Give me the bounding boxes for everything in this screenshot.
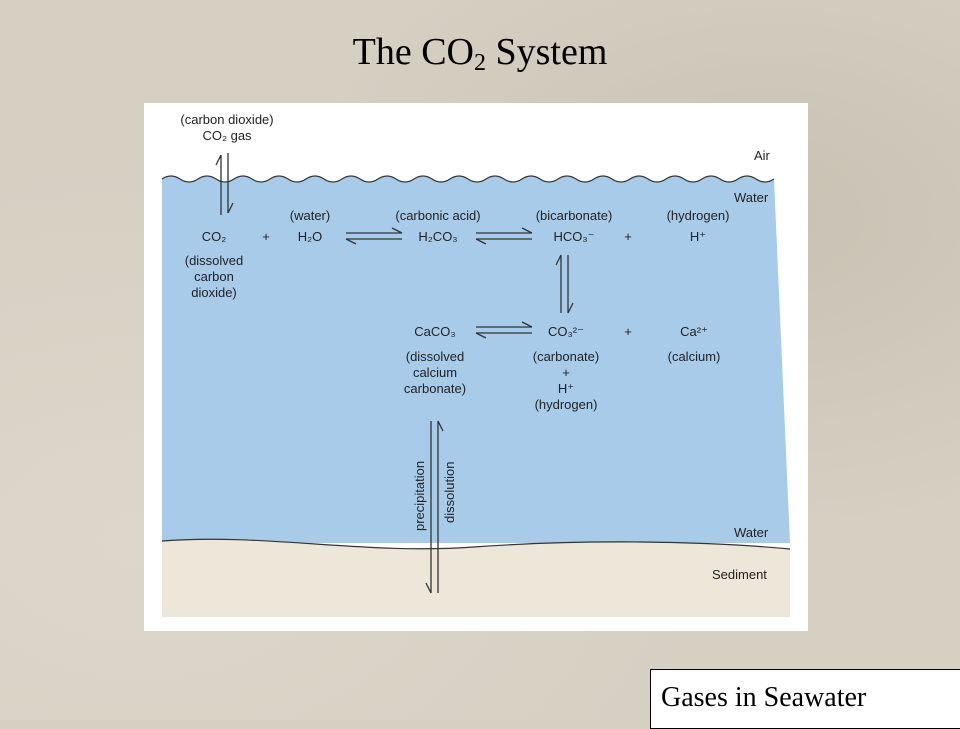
carbonate-hydrogen-formula: H⁺ <box>558 381 574 396</box>
slide-title: The CO2 System <box>0 30 960 77</box>
co2-dissolved-formula: CO₂ <box>202 229 227 244</box>
co2-dissolved-name-2: carbon <box>194 269 234 284</box>
precipitation-label: precipitation <box>412 461 427 531</box>
calcium-name: (calcium) <box>668 349 721 364</box>
title-main: The CO <box>352 31 474 73</box>
calcium-carbonate-name-3: carbonate) <box>404 381 466 396</box>
plus-sign-1: + <box>262 229 270 244</box>
equilibrium-arrows-vertical <box>555 254 574 314</box>
carbonate-name: (carbonate) <box>533 349 599 364</box>
co2-dissolved-name-1: (dissolved <box>185 253 244 268</box>
equilibrium-arrows-2 <box>475 227 533 245</box>
gas-name: (carbon dioxide) <box>180 112 273 127</box>
water-formula: H₂O <box>298 229 323 244</box>
carbonic-acid-formula: H₂CO₃ <box>418 229 457 244</box>
calcium-formula: Ca²⁺ <box>680 324 708 339</box>
sea-surface-line <box>161 175 775 183</box>
dissolution-label: dissolution <box>442 462 457 523</box>
plus-sign-2: + <box>624 229 632 244</box>
carbonate-plus: + <box>562 365 570 380</box>
footer-box: Gases in Seawater <box>650 669 960 729</box>
calcium-carbonate-formula: CaCO₃ <box>414 324 455 339</box>
calcium-carbonate-name-2: calcium <box>413 365 457 380</box>
water-name: (water) <box>290 208 330 223</box>
layer-label-water-top: Water <box>734 190 769 205</box>
water-region <box>162 176 790 543</box>
carbonate-formula: CO₃²⁻ <box>548 324 584 339</box>
sediment-region <box>162 539 790 617</box>
bicarbonate-formula: HCO₃⁻ <box>553 229 594 244</box>
footer-label: Gases in Seawater <box>661 682 867 713</box>
hydrogen-name: (hydrogen) <box>667 208 730 223</box>
carbonate-hydrogen-name: (hydrogen) <box>535 397 598 412</box>
calcium-carbonate-name-1: (dissolved <box>406 349 465 364</box>
title-subscript: 2 <box>473 50 486 76</box>
carbonic-acid-name: (carbonic acid) <box>395 208 480 223</box>
layer-label-water-bottom: Water <box>734 525 769 540</box>
co2-dissolved-name-3: dioxide) <box>191 285 237 300</box>
seafloor-line <box>161 538 791 550</box>
layer-label-sediment: Sediment <box>712 567 767 582</box>
co2-system-diagram: Air Water Water Sediment (carbon dioxide… <box>161 112 791 617</box>
equilibrium-arrows-3 <box>475 321 533 339</box>
layer-label-air: Air <box>754 148 771 163</box>
precipitation-dissolution-arrows <box>425 420 444 594</box>
plus-sign-3: + <box>624 324 632 339</box>
gas-formula: CO₂ gas <box>202 128 252 143</box>
equilibrium-arrows-1 <box>345 227 403 245</box>
title-rest: System <box>485 31 608 73</box>
gas-exchange-arrows <box>215 153 234 215</box>
bicarbonate-name: (bicarbonate) <box>536 208 613 223</box>
hydrogen-formula: H⁺ <box>690 229 706 244</box>
